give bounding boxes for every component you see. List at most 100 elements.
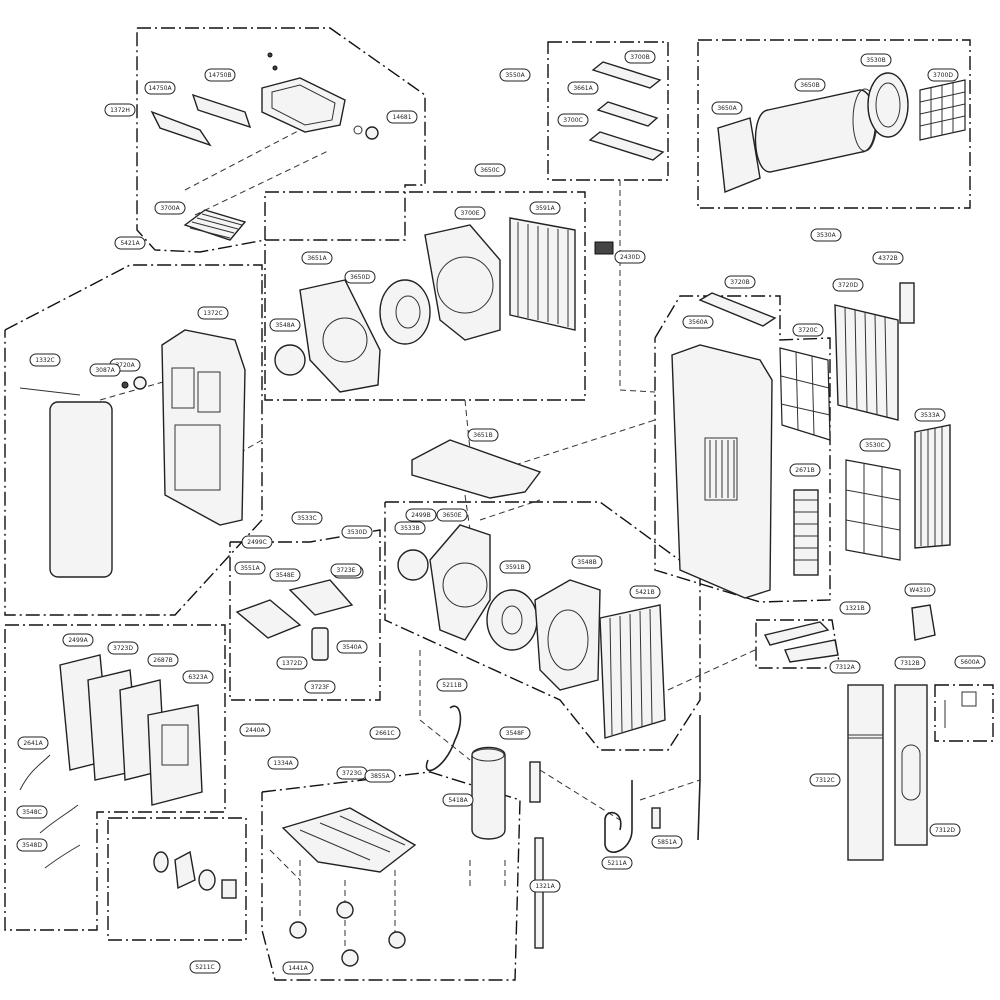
part-label-oval [341,525,373,539]
part-number-text: 3591A [535,205,555,212]
group-exhaust-hose [697,39,971,209]
handle-right [191,93,252,129]
part-label-oval [467,428,499,442]
part-number-text: 3548B [577,559,596,566]
group-control-box [229,529,381,701]
part-label-oval [436,678,468,692]
part-label-oval [529,879,561,893]
top-strip [698,292,777,327]
part-number-text: 3548D [22,842,42,849]
part-label-oval [927,68,959,82]
part-label: 3548E [269,568,301,582]
part-number-text: W4310 [909,587,930,594]
part-label: 3650E [436,508,468,522]
part-label-oval [234,561,266,575]
blower-wheel-hub [395,295,421,329]
part-label: 3548A [269,318,301,332]
part-label: 2499B [405,508,437,522]
part-label: 5211A [601,856,633,870]
part-label: 7312B [894,656,926,670]
part-label: W4310 [904,583,936,597]
part-number-text: 3548C [22,809,41,816]
part-label: 1372H [104,103,136,117]
hose-connector-inner [875,82,901,128]
part-number-text: 1372D [282,660,302,667]
part-label: 5421B [629,585,661,599]
part-label-oval [624,50,656,64]
part-label: 3720B [724,275,756,289]
part-number-text: 5418A [448,797,468,804]
part-number-text: 5421A [120,240,140,247]
part-label-oval [405,508,437,522]
part-label-oval [499,560,531,574]
pcb-parts [19,654,203,869]
drain-parts [588,61,665,255]
part-number-text: 1372C [203,310,222,317]
part-label-oval [154,201,186,215]
pump-body [174,850,196,890]
part-label-oval [276,656,308,670]
top-grille-lines [189,213,243,239]
group-pcb-assembly [4,624,226,931]
part-label: 3651A [301,251,333,265]
part-number-text: 3530C [865,442,884,449]
part-label: 5851A [651,835,683,849]
evap-scroll-opening [442,562,488,608]
part-label: 3548F [499,726,531,740]
part-number-text: 7312D [935,827,955,834]
part-label-oval [267,756,299,770]
part-label: 2671B [789,463,821,477]
part-label: 3651B [467,428,499,442]
part-label-oval [789,463,821,477]
part-label: 3700C [557,113,589,127]
part-label-oval [62,633,94,647]
part-number-text: 7312A [835,664,855,671]
part-number-text: 3550A [505,72,525,79]
part-label-oval [369,726,401,740]
evap-fan [486,589,538,651]
part-label: 3530B [860,53,892,67]
part-label-oval [894,656,926,670]
part-label-oval [239,723,271,737]
top-frame-inner [271,84,336,126]
part-label: 3548C [16,805,48,819]
part-label: 3530D [341,525,373,539]
control-knob [133,376,147,390]
part-number-text: 2671B [795,467,814,474]
part-number-text: 3723D [113,645,133,652]
part-number-text: 3560A [688,319,708,326]
accumulator [529,761,541,803]
part-number-text: 3548F [506,730,525,737]
part-number-text: 3530A [816,232,836,239]
lead-line [464,494,471,531]
part-label-oval [810,228,842,242]
compressor-top [471,748,505,762]
group-front-panel [4,264,263,616]
part-number-text: 3548A [275,322,295,329]
group-outlines [4,27,994,981]
vertical-louver-lines [794,499,818,561]
lead-line [419,650,471,761]
connector-block [594,241,614,255]
part-label-oval [474,163,506,177]
caster [388,931,406,949]
part-label-oval [711,101,743,115]
lead-line [514,419,656,466]
caster [336,901,354,919]
part-number-text: 7312B [900,660,919,667]
part-label-oval [16,805,48,819]
fan-motor [274,344,306,376]
part-label-oval [304,680,336,694]
part-number-text: 3533C [297,515,316,522]
top-cover-parts [150,52,379,241]
part-label-oval [529,201,561,215]
part-label: 5211C [189,960,221,974]
front-cabinet-window-1 [171,367,195,409]
part-label: 1321B [839,601,871,615]
part-label-oval [394,521,426,535]
terminal-block [288,579,354,616]
part-labels: 1372H14750A14750B146813700A3550A3700B366… [16,50,986,975]
part-number-text: 2661C [375,730,394,737]
part-label-oval [794,78,826,92]
part-label: 1334A [267,756,299,770]
